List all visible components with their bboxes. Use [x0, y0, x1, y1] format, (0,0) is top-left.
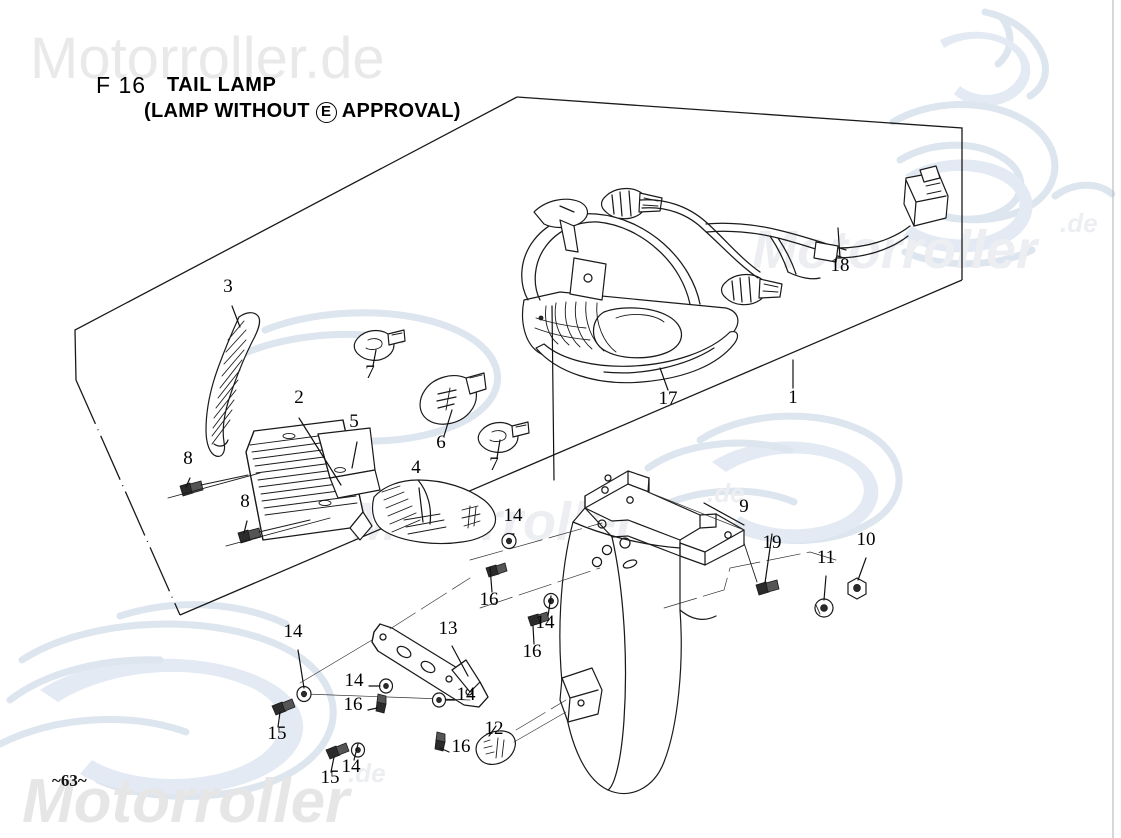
callout-number-tail-lamp-assembly: 1 [788, 387, 798, 408]
washer-a [501, 532, 517, 550]
callout-number-washer: 11 [817, 547, 835, 568]
callout-number-wiring-harness-connector: 18 [831, 255, 850, 276]
screw-a [485, 562, 508, 578]
page-number: ~63~ [52, 771, 87, 790]
callout-number-washer-b: 14 [536, 612, 556, 633]
e-approval-mark: E [315, 102, 337, 123]
scooter-watermark-top-right [889, 8, 1116, 268]
part-7-bulb-upper [353, 329, 406, 361]
callout-number-nut-m6: 10 [857, 529, 876, 550]
section-code: F 16 [96, 72, 147, 98]
watermark-text-bottom: Motorroller [22, 767, 352, 836]
part-19-screw [743, 542, 780, 596]
scooter-watermark-left [0, 601, 337, 800]
callout-number-bulb-small-lower: 7 [489, 454, 499, 475]
callout-number-washer-d: 14 [345, 670, 365, 691]
part-13-mounting-plate [299, 577, 489, 708]
callout-number-tail-lamp-grille-center: 2 [294, 387, 304, 408]
watermark-text-top: Motorroller.de [30, 26, 385, 91]
screw-b [527, 611, 550, 627]
part-12-rear-reflector [475, 711, 567, 765]
callout-number-screw-d: 16 [452, 736, 471, 757]
scooter-watermark-mid-right [644, 412, 903, 544]
bolt-a [271, 698, 296, 716]
callout-number-tail-lamp-grille-left: 3 [223, 276, 233, 297]
part-7-bulb-lower [477, 421, 530, 453]
part-3-grille-left [205, 312, 261, 457]
callout-number-reflector-strip: 5 [349, 411, 359, 432]
watermark-text-mid-right: Motorroller [752, 220, 1040, 280]
watermark-de-bottom: .de [348, 758, 386, 788]
callout-number-bolt-b: 15 [321, 767, 340, 788]
part-5-reflector-strip [317, 427, 381, 499]
callout-number-tail-lamp-lens-lower: 4 [411, 457, 421, 478]
callout-number-screw-lower: 8 [240, 491, 250, 512]
screw-c [375, 693, 387, 714]
part-9-license-plate-bracket [469, 470, 837, 795]
part-8-screw-upper [167, 472, 261, 499]
callout-number-mounting-plate: 13 [439, 618, 458, 639]
callout-number-screw-bracket: 19 [763, 532, 782, 553]
watermark-de-center: .de [707, 478, 745, 508]
callout-number-bulb-main: 6 [436, 432, 446, 453]
screw-d [434, 731, 446, 752]
callout-number-washer-c: 14 [284, 621, 304, 642]
part-10-nut [847, 577, 867, 600]
callout-number-washer-e: 14 [457, 684, 477, 705]
assembly-boundary-polygon [74, 96, 963, 616]
part-4-lower-lens [371, 479, 497, 545]
subtitle-suffix: APPROVAL) [341, 100, 461, 122]
callout-number-washer-a: 14 [504, 505, 524, 526]
section-title: TAIL LAMP [167, 74, 277, 96]
callout-leader-lines [185, 227, 867, 773]
callout-number-reflector-rear: 12 [485, 718, 504, 739]
callout-number-washer-f: 14 [342, 756, 362, 777]
part-16-screws [375, 562, 550, 752]
callout-number-screw-upper: 8 [183, 448, 193, 469]
callout-number-tail-lamp-lens: 17 [659, 388, 678, 409]
watermark-de-topright: .de [1060, 208, 1098, 238]
callout-number-bolt-a: 15 [268, 723, 287, 744]
subtitle-prefix: (LAMP WITHOUT [144, 100, 310, 122]
part-tail-lamp-assembly [521, 165, 949, 384]
callout-number-bulb-small-upper: 7 [365, 362, 375, 383]
callout-number-screw-c: 16 [344, 694, 363, 715]
part-15-bolts [271, 698, 350, 760]
callout-number-license-plate-bracket: 9 [739, 496, 749, 517]
callout-number-screw-b: 16 [523, 641, 542, 662]
callout-number-screw-a: 16 [480, 589, 499, 610]
part-6-bulb-main [419, 372, 487, 425]
bolt-b [325, 742, 350, 760]
section-subtitle: (LAMP WITHOUT E APPROVAL) [144, 100, 461, 123]
